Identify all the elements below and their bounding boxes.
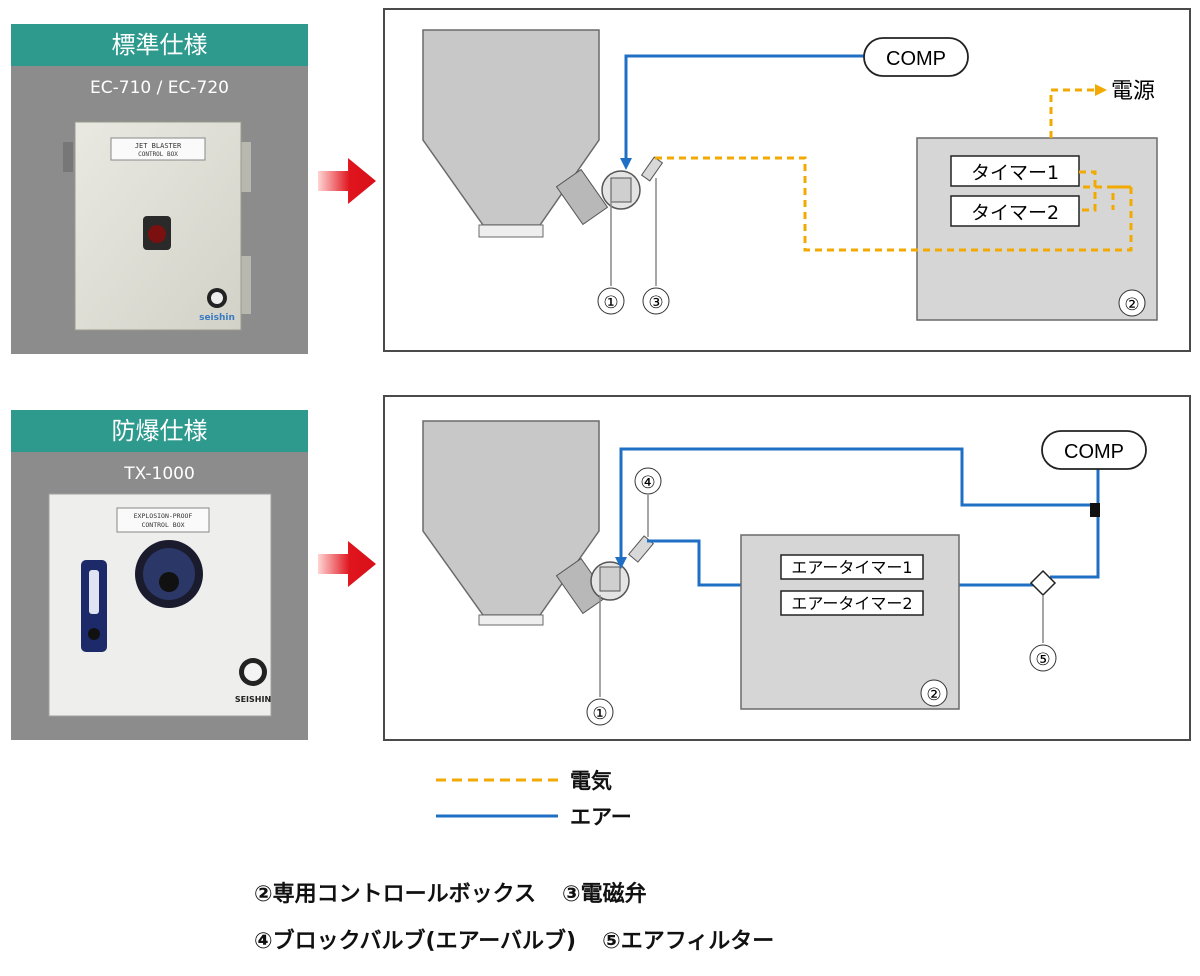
control-box-photo: EXPLOSION-PROOF CONTROL BOX SEISHIN — [48, 493, 272, 717]
footnote-control-box: ②専用コントロールボックス — [254, 882, 536, 907]
tee-connector — [1090, 503, 1100, 517]
footnote-air-filter: ⑤エアフィルター — [602, 929, 775, 954]
block-valve — [555, 156, 664, 226]
brand-logo: seishin — [199, 313, 235, 323]
air-filter-icon — [1029, 569, 1057, 597]
callout-2-label: ② — [1124, 295, 1139, 315]
callout-3-label: ③ — [648, 293, 663, 313]
brand-logo: SEISHIN — [235, 695, 271, 704]
footnote-block-valve: ④ブロックバルブ(エアーバルブ) — [254, 929, 577, 954]
product-card-standard: 標準仕様 EC-710 / EC-720 JET BLASTER CONTROL… — [11, 24, 308, 354]
callout-4-label: ④ — [640, 473, 655, 493]
box-label-line-1: JET BLASTER — [135, 142, 182, 150]
callout-2 — [1118, 289, 1146, 317]
timer-2-label: タイマー2 — [971, 202, 1059, 224]
air-timer-1-label: エアータイマー1 — [791, 558, 912, 577]
compressor-label-box — [863, 37, 969, 77]
compressor-label: COMP — [1064, 441, 1124, 463]
air-line-swatch — [436, 814, 558, 818]
callout-5 — [1029, 644, 1057, 672]
footnote-line-1: ②専用コントロールボックス ③電磁弁 — [254, 876, 647, 908]
callout-1 — [586, 698, 614, 726]
card-model: TX-1000 — [124, 464, 195, 484]
callout-5-label: ⑤ — [1035, 650, 1050, 670]
power-label: 電源 — [1111, 79, 1155, 104]
timer-2-box — [950, 195, 1080, 227]
callout-1-label: ① — [603, 293, 618, 313]
callout-2-label: ② — [926, 685, 941, 705]
callout-2 — [920, 679, 948, 707]
red-arrow-icon — [318, 541, 376, 587]
electric-line — [655, 88, 1133, 252]
callout-1-label: ① — [592, 704, 607, 724]
legend: 電気 エアー — [436, 765, 736, 835]
red-arrow-icon — [318, 158, 376, 204]
box-label-line-2: CONTROL BOX — [138, 151, 178, 158]
card-title: 防爆仕様 — [11, 410, 308, 452]
standard-system-diagram: COMP タイマー1 タイマー2 電源 ① 1 ③ 3 ② 2 — [383, 8, 1191, 352]
compressor-label: COMP — [886, 48, 946, 70]
legend-electric: 電気 — [436, 765, 612, 795]
legend-electric-label: 電気 — [570, 769, 612, 793]
legend-air-label: エアー — [570, 805, 632, 829]
hopper-outlet — [478, 224, 544, 238]
footnote-solenoid-valve: ③電磁弁 — [561, 882, 647, 907]
air-timer-1-box — [780, 554, 924, 580]
hopper-outlet — [478, 614, 544, 626]
air-arrowhead-icon — [620, 158, 632, 170]
box-label-line-2: CONTROL BOX — [141, 521, 184, 529]
footnote-line-2: ④ブロックバルブ(エアーバルブ) ⑤エアフィルター — [254, 923, 774, 955]
air-timer-2-box — [780, 590, 924, 616]
air-arrowhead-icon — [615, 557, 627, 569]
timer-1-label: タイマー1 — [971, 162, 1059, 184]
card-model: EC-710 / EC-720 — [90, 78, 229, 98]
box-label-line-1: EXPLOSION-PROOF — [134, 512, 193, 520]
card-title: 標準仕様 — [11, 24, 308, 66]
electric-line-swatch — [436, 778, 558, 782]
callout-4 — [634, 467, 662, 495]
callout-1 — [597, 287, 625, 315]
air-line — [624, 54, 864, 160]
control-box-photo: JET BLASTER CONTROL BOX seishin — [63, 121, 251, 331]
callout-3 — [642, 287, 670, 315]
explosion-proof-system-diagram: COMP エアータイマー1 エアータイマー2 ④ 4 ① 1 ⑤ 5 ② 2 — [383, 395, 1191, 741]
electric-arrowhead-icon — [1095, 84, 1107, 96]
legend-air: エアー — [436, 801, 632, 831]
air-timer-2-label: エアータイマー2 — [791, 594, 912, 613]
compressor-label-box — [1041, 430, 1147, 470]
product-card-explosion-proof: 防爆仕様 TX-1000 EXPLOSION-PROOF CONTROL BOX… — [11, 410, 308, 740]
